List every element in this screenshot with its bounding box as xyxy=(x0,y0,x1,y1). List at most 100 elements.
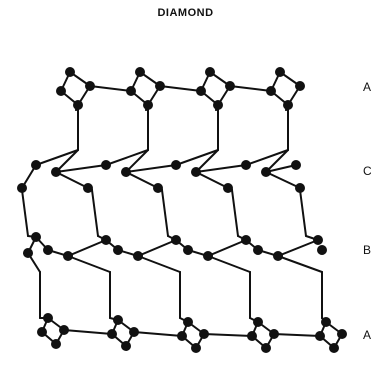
atom xyxy=(17,183,27,193)
layer-label-c: C xyxy=(363,164,371,178)
atom xyxy=(241,235,251,245)
atom xyxy=(73,100,83,110)
bond xyxy=(55,171,89,189)
atom xyxy=(329,343,339,353)
bond xyxy=(207,255,251,273)
bond xyxy=(277,239,319,257)
atom xyxy=(295,183,305,193)
bond xyxy=(229,85,272,92)
atom xyxy=(313,235,323,245)
bond xyxy=(161,189,169,237)
atom xyxy=(275,67,285,77)
atom xyxy=(23,248,33,258)
atom xyxy=(183,317,193,327)
atom xyxy=(51,339,61,349)
atom xyxy=(215,109,217,111)
atom xyxy=(153,183,163,193)
atom xyxy=(101,160,111,170)
atom xyxy=(299,189,301,191)
atom xyxy=(56,86,66,96)
layer-label-a-top: A xyxy=(363,80,371,94)
atom xyxy=(83,183,93,193)
bond xyxy=(265,164,297,173)
bond xyxy=(207,239,247,257)
atom xyxy=(59,325,69,335)
atom xyxy=(273,251,283,261)
bond xyxy=(125,149,149,173)
atom xyxy=(301,189,303,191)
atom xyxy=(247,331,257,341)
layer-label-b: B xyxy=(363,243,371,257)
bond xyxy=(195,149,219,173)
atom xyxy=(65,67,75,77)
atom xyxy=(85,81,95,91)
atom xyxy=(101,235,111,245)
atom xyxy=(171,160,181,170)
atom xyxy=(253,245,263,255)
atom xyxy=(177,331,187,341)
atom xyxy=(305,235,307,237)
atom xyxy=(317,245,327,255)
bond xyxy=(133,331,183,337)
atom xyxy=(287,109,289,111)
bond xyxy=(67,255,111,273)
atom xyxy=(315,331,325,341)
bond xyxy=(105,149,149,166)
atom xyxy=(231,189,233,191)
atom xyxy=(43,245,53,255)
atom xyxy=(179,317,181,319)
atom xyxy=(161,189,163,191)
bond xyxy=(265,171,301,189)
atom xyxy=(113,315,123,325)
bond xyxy=(55,149,79,173)
bond xyxy=(231,189,239,237)
atom xyxy=(291,160,301,170)
bond xyxy=(195,171,229,189)
atom xyxy=(217,149,219,151)
atom xyxy=(295,81,305,91)
bond xyxy=(277,255,323,273)
atom xyxy=(183,245,193,255)
bond xyxy=(159,85,202,92)
bond xyxy=(265,149,289,173)
atom xyxy=(213,100,223,110)
bond xyxy=(55,164,107,173)
atom xyxy=(147,149,149,151)
atom xyxy=(129,327,139,337)
atom xyxy=(75,109,77,111)
atom xyxy=(199,329,209,339)
atom xyxy=(77,109,79,111)
atom xyxy=(135,67,145,77)
atom xyxy=(39,317,41,319)
atom xyxy=(321,317,331,327)
atom xyxy=(237,235,239,237)
atom xyxy=(179,271,181,273)
atom xyxy=(205,67,215,77)
layer-label-a-bottom: A xyxy=(363,328,371,342)
atom xyxy=(97,235,99,237)
bond xyxy=(137,255,181,273)
bond xyxy=(203,333,253,337)
atom xyxy=(337,329,347,339)
atom xyxy=(266,86,276,96)
atom xyxy=(321,271,323,273)
atom xyxy=(143,100,153,110)
atom xyxy=(31,160,41,170)
bond xyxy=(273,333,321,337)
bond xyxy=(21,189,29,237)
atom xyxy=(261,343,271,353)
atom xyxy=(27,235,29,237)
atom xyxy=(43,313,53,323)
atom xyxy=(269,329,279,339)
bond xyxy=(195,164,247,173)
bond xyxy=(125,164,177,173)
bond xyxy=(89,85,132,92)
atom xyxy=(191,167,201,177)
atom xyxy=(167,235,169,237)
atom xyxy=(225,81,235,91)
atom xyxy=(261,167,271,177)
atom xyxy=(133,251,143,261)
atom xyxy=(107,329,117,339)
atom xyxy=(203,251,213,261)
